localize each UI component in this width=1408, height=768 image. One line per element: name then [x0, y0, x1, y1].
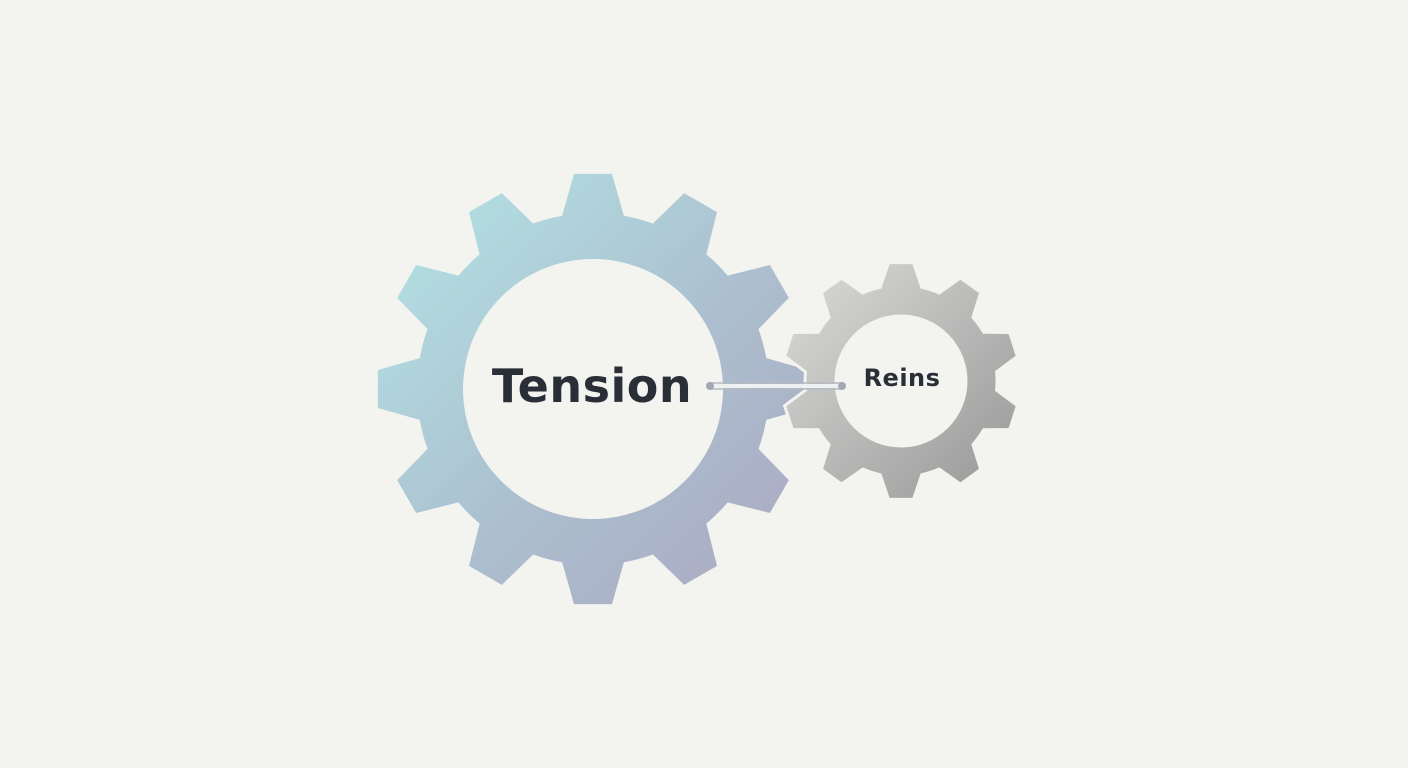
large-gear-icon — [377, 173, 809, 605]
connector-end-dot-icon — [838, 382, 846, 390]
small-gear-label: Reins — [863, 364, 941, 392]
large-gear-label: Tension — [491, 359, 693, 413]
connector-line — [706, 382, 846, 390]
small-gear-icon — [782, 261, 1020, 501]
connector-start-dot-icon — [706, 382, 714, 390]
